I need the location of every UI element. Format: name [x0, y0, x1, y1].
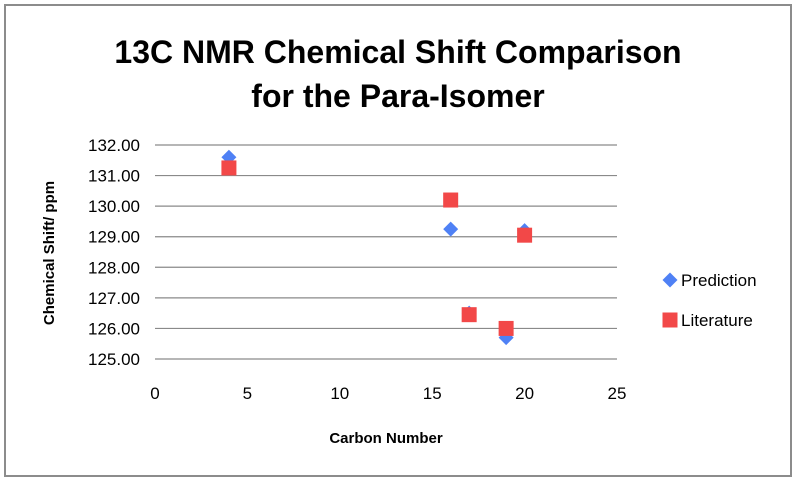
chart-title-line1: 13C NMR Chemical Shift Comparison: [114, 34, 681, 70]
literature-point: [498, 320, 514, 336]
y-tick-label: 131.00: [88, 167, 140, 186]
y-tick-label: 129.00: [88, 228, 140, 247]
x-axis-label: Carbon Number: [329, 430, 443, 447]
x-tick-label: 25: [608, 384, 627, 403]
chart-frame: [4, 4, 792, 477]
y-tick-label: 130.00: [88, 197, 140, 216]
y-axis-label: Chemical Shift/ ppm: [41, 181, 58, 325]
y-tick-label: 127.00: [88, 289, 140, 308]
y-tick-label: 132.00: [88, 136, 140, 155]
x-tick-label: 0: [150, 384, 159, 403]
literature-point: [517, 227, 533, 243]
gridlines: [155, 144, 617, 360]
x-tick-label: 20: [515, 384, 534, 403]
legend-label-literature: Literature: [681, 311, 753, 330]
literature-point: [461, 307, 477, 323]
series-prediction: [221, 149, 533, 346]
legend-marker-literature: [662, 312, 678, 328]
x-tick-label: 15: [423, 384, 442, 403]
data-points: [221, 149, 533, 346]
x-tick-label: 5: [243, 384, 252, 403]
y-tick-label: 126.00: [88, 319, 140, 338]
literature-point: [443, 192, 459, 208]
x-tick-label: 10: [330, 384, 349, 403]
y-tick-label: 128.00: [88, 258, 140, 277]
series-literature: [221, 160, 533, 336]
y-tick-label: 125.00: [88, 350, 140, 369]
legend-marker-prediction: [662, 272, 678, 288]
prediction-point: [443, 221, 459, 237]
legend-label-prediction: Prediction: [681, 271, 757, 290]
y-tick-labels: 125.00 126.00 127.00 128.00 129.00 130.00 131.…: [88, 136, 140, 369]
literature-point: [221, 160, 237, 176]
x-tick-labels: 0 5 10 15 20 25: [150, 384, 626, 403]
chart-title-line2: for the Para-Isomer: [251, 78, 544, 114]
